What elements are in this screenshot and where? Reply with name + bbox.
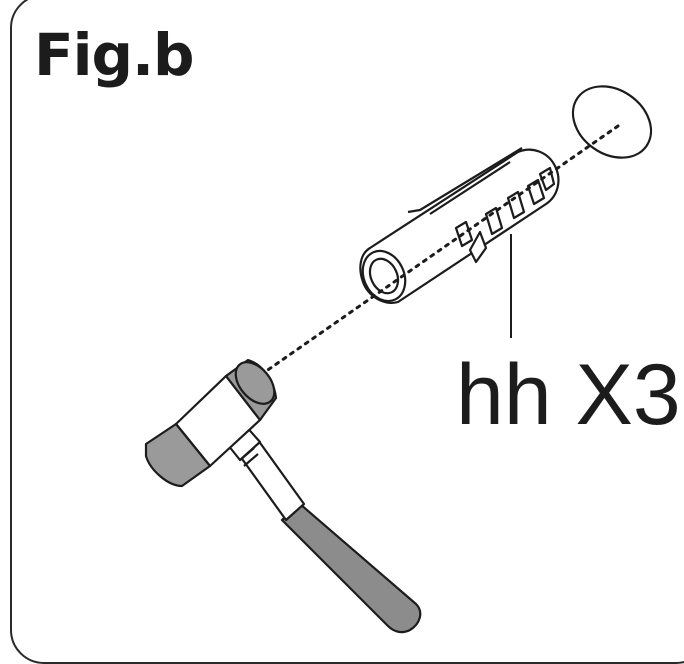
figure-title: Fig.b <box>34 21 195 89</box>
drill-hole-icon <box>571 85 653 159</box>
alignment-axis <box>260 124 620 376</box>
part-quantity-label: hh X3 <box>456 347 681 443</box>
wall-anchor-icon <box>359 147 560 304</box>
rubber-mallet-icon <box>144 358 422 634</box>
